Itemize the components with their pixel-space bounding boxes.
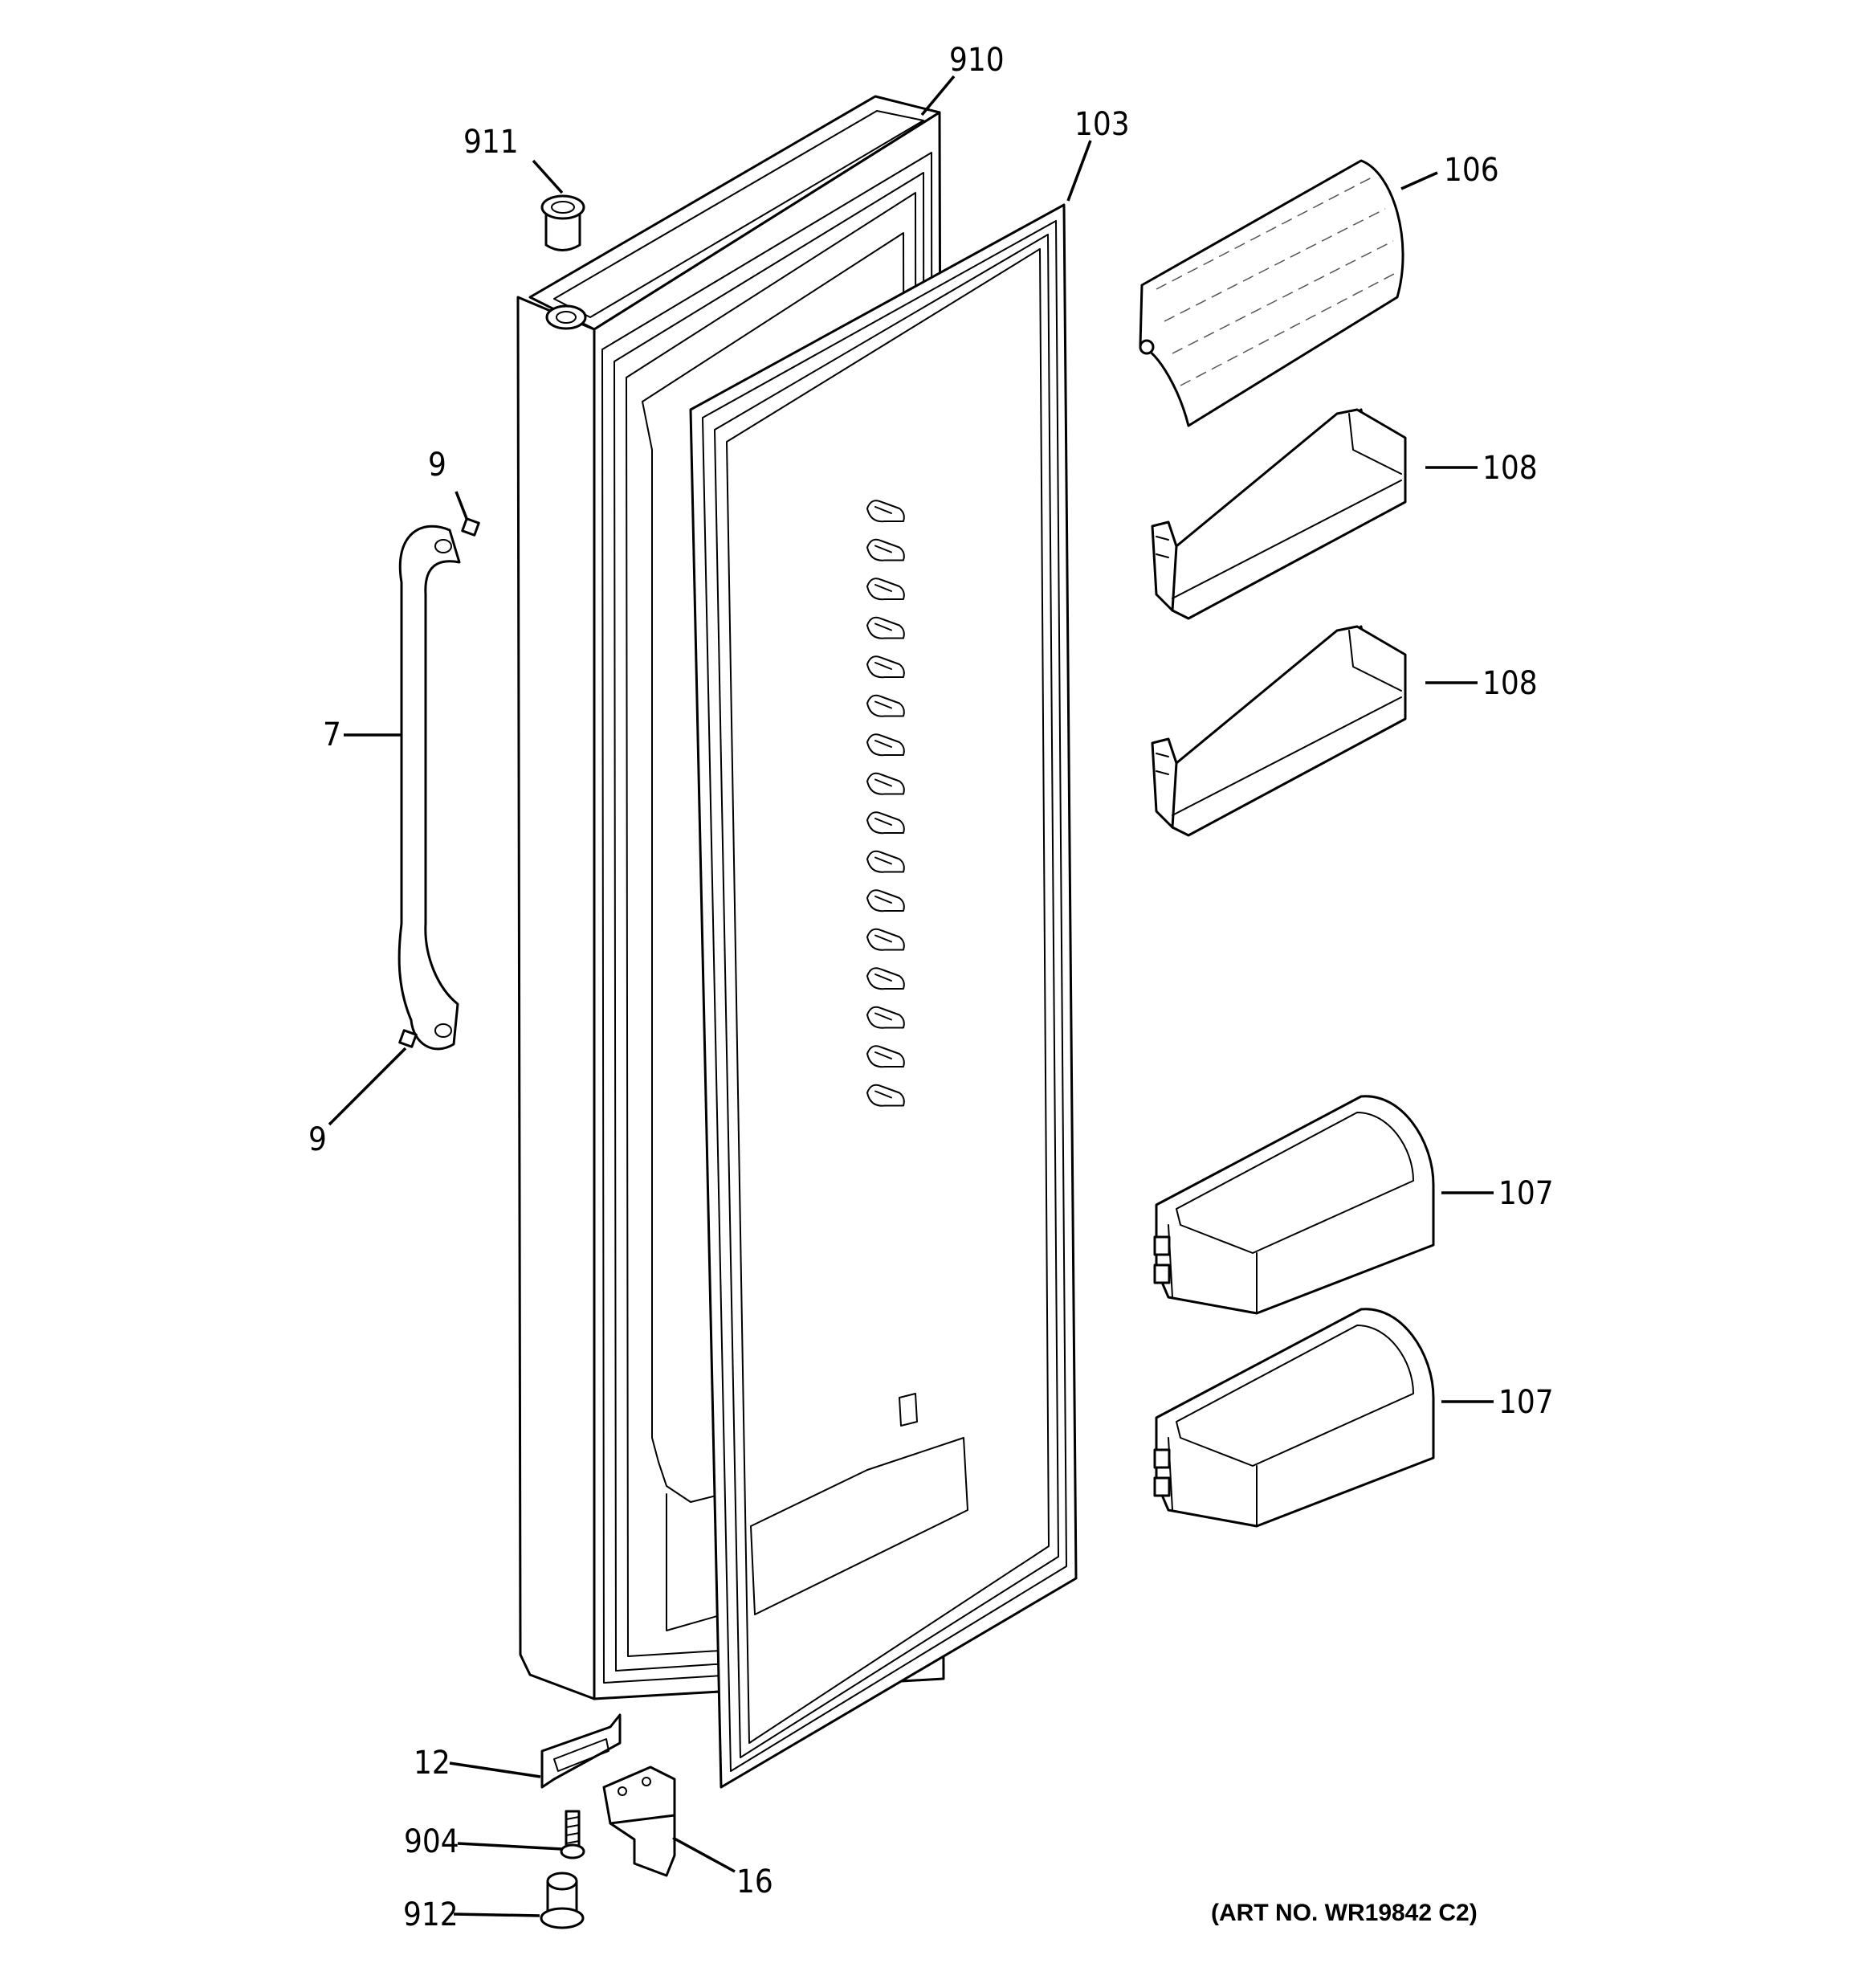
hinge-cap xyxy=(540,194,585,251)
callout-103: 103 xyxy=(1074,106,1130,143)
callout-910: 910 xyxy=(949,42,1005,79)
art-number: (ART NO. WR19842 C2) xyxy=(1211,1900,1478,1926)
callout-107-upper: 107 xyxy=(1498,1175,1554,1212)
door-gallon-bin-lower xyxy=(1153,1308,1435,1528)
callout-7: 7 xyxy=(323,716,341,753)
hinge-bracket xyxy=(540,1713,622,1789)
callout-911: 911 xyxy=(463,124,519,161)
callout-9-top: 9 xyxy=(428,447,446,484)
shelf-clips xyxy=(866,500,905,1107)
callout-16: 16 xyxy=(736,1863,773,1900)
hinge-screw xyxy=(560,1810,585,1859)
callout-107-lower: 107 xyxy=(1498,1384,1554,1421)
callout-912: 912 xyxy=(403,1896,459,1933)
handle-screw-bottom xyxy=(398,1029,418,1048)
door-shelf-bin-middle xyxy=(1151,625,1407,837)
dairy-compartment-cover xyxy=(1139,159,1404,427)
callout-108-upper: 108 xyxy=(1482,450,1538,487)
hinge-pin-bushing xyxy=(540,1872,585,1929)
leader-lines xyxy=(328,75,1494,1917)
handle-screw-top xyxy=(461,517,480,537)
door-shelf-bin-upper xyxy=(1151,408,1407,620)
door-gasket xyxy=(689,203,1078,1789)
door-gallon-bin-upper xyxy=(1153,1095,1435,1315)
callout-9-bottom: 9 xyxy=(308,1121,327,1158)
callout-106: 106 xyxy=(1444,152,1499,189)
door-handle xyxy=(397,525,461,1051)
callout-108-lower: 108 xyxy=(1482,665,1538,702)
hinge-assembly xyxy=(602,1766,676,1877)
callout-904: 904 xyxy=(404,1823,459,1860)
callout-12: 12 xyxy=(414,1745,450,1782)
